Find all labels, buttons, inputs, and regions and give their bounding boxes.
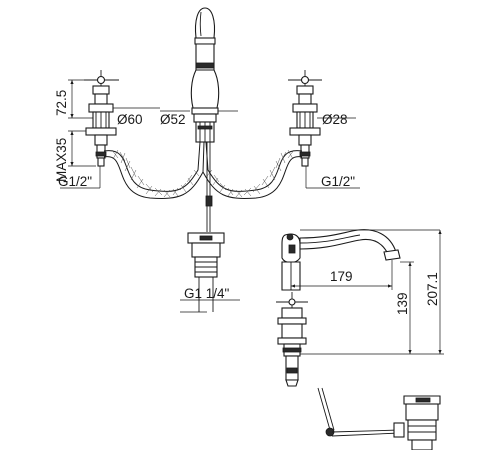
dim-diameter-60: Ø60 [117, 112, 143, 127]
dim-g1-2-right: G1/2" [321, 174, 355, 189]
side-spout [281, 229, 401, 291]
dimension-labels: 72.5 Ø60 Ø52 Ø28 MAX35 G1/2" G1/2" G1 1/… [54, 90, 440, 315]
side-cross-handle-valve [276, 292, 308, 387]
dim-72-5: 72.5 [54, 90, 69, 116]
dim-g1-1-4: G1 1/4" [184, 286, 230, 301]
left-cross-handle-valve [84, 70, 119, 167]
side-view [276, 229, 444, 450]
dim-max-35: MAX35 [54, 138, 69, 182]
waste-assembly [187, 142, 225, 312]
braided-hoses [103, 141, 303, 199]
front-view-dimensions [60, 79, 360, 313]
dim-179: 179 [330, 269, 353, 284]
dim-diameter-52: Ø52 [160, 112, 186, 127]
dim-diameter-28: Ø28 [322, 112, 348, 127]
right-cross-handle-valve [288, 70, 322, 167]
dim-g1-2-left: G1/2" [58, 174, 92, 189]
center-spout [190, 7, 220, 143]
side-view-dimensions [291, 229, 444, 355]
side-waste-assembly [317, 387, 441, 450]
dim-139: 139 [395, 292, 410, 315]
front-view [60, 7, 360, 313]
dim-207-1: 207.1 [425, 272, 440, 306]
